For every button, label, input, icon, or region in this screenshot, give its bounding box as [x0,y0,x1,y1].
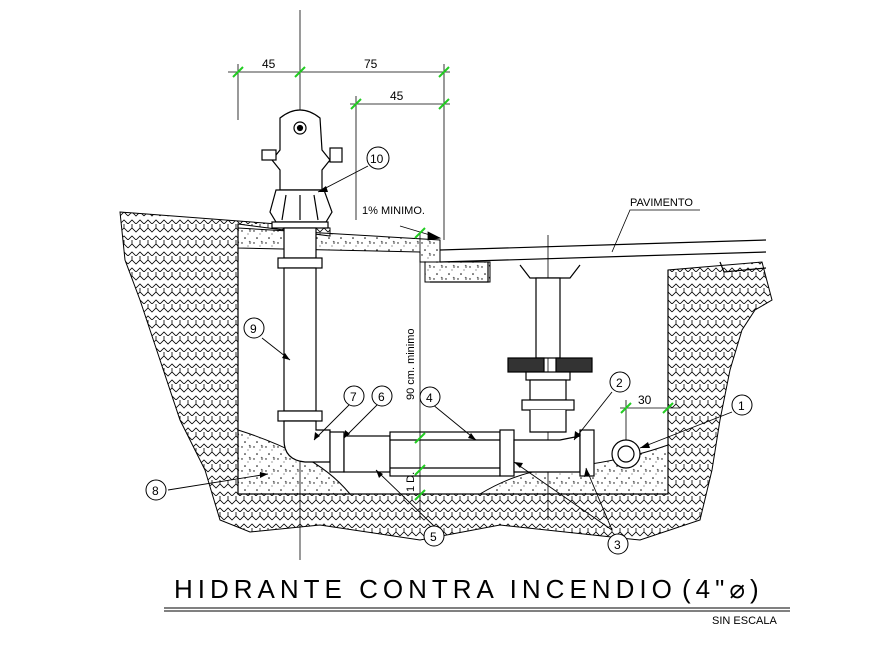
dimension-ticks [232,66,674,501]
callout-6: 6 [371,385,393,407]
svg-text:4: 4 [426,391,433,405]
svg-text:10: 10 [370,152,384,166]
earth-fill [119,211,773,541]
dim-75: 75 [364,57,378,71]
svg-text:7: 7 [350,390,357,404]
scale-note: SIN ESCALA [712,615,777,627]
callout-4: 4 [419,386,441,408]
svg-text:5: 5 [430,530,437,544]
callout-1: 1 [731,394,753,416]
drawing-title-suffix: (4"⌀) [682,574,764,604]
depth-note: 90 cm. minimo [405,328,417,400]
callout-3: 3 [607,533,629,555]
hydrant-head [261,109,343,229]
svg-text:8: 8 [152,484,159,498]
drawing-title: HIDRANTE CONTRA INCENDIO [174,574,677,604]
callout-arrows [260,186,650,478]
dim-45-left: 45 [262,57,276,71]
riser-pipe [277,227,331,463]
svg-text:3: 3 [614,538,621,552]
svg-text:6: 6 [378,390,385,404]
callout-7: 7 [343,385,365,407]
callout-5: 5 [423,525,445,547]
callout-10: 10 [366,146,390,170]
pavement-label: PAVIMENTO [630,197,693,209]
dim-45-mid: 45 [390,89,404,103]
pavement [430,239,767,283]
main-pipe [329,429,641,477]
callout-9: 9 [243,317,265,339]
dim-30: 30 [638,393,652,407]
gate-valve [507,277,593,433]
svg-text:9: 9 [250,322,257,336]
dimension-lines [228,64,700,520]
callout-2: 2 [609,371,631,393]
diameter-note: 1 D. [405,472,417,492]
callout-8: 8 [145,479,167,501]
svg-text:2: 2 [616,376,623,390]
trench [237,224,669,495]
svg-text:1: 1 [738,399,745,413]
slope-note: 1% MINIMO. [362,205,425,217]
